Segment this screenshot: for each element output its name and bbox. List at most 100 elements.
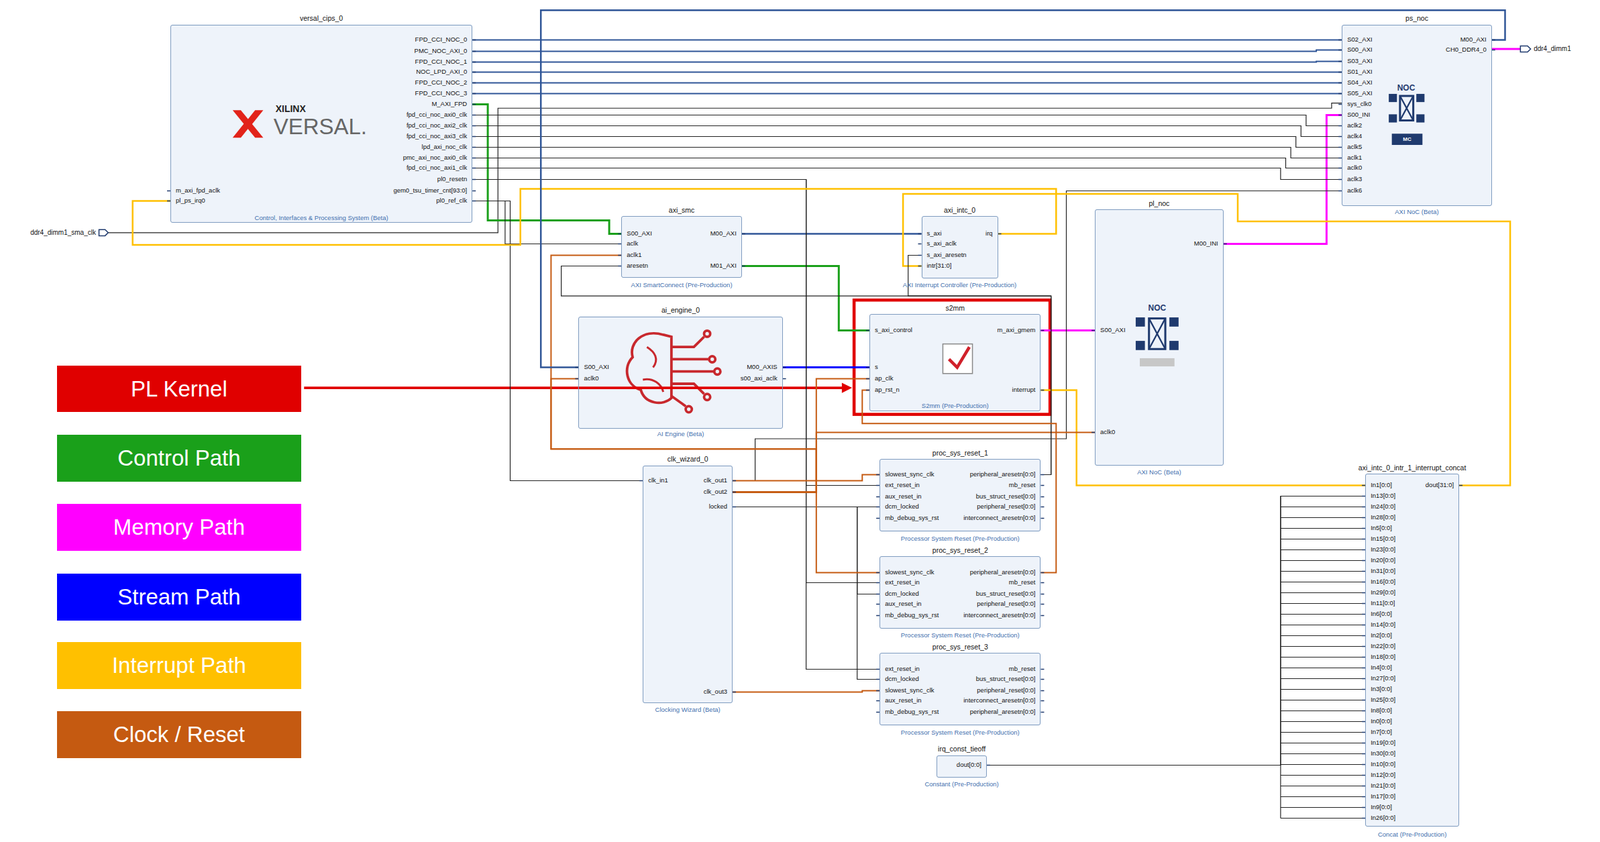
tieoff-wire	[1280, 667, 1366, 669]
brain-fold	[642, 346, 663, 392]
icon-part	[1139, 358, 1175, 367]
ip-block: pl_nocS00_AXIaclk0M00_INIAXI NoC (Beta)	[1094, 209, 1224, 466]
port-name: aclk3	[1347, 175, 1362, 184]
xilinx-logo	[232, 110, 264, 138]
port-name: s_axi_aresetn	[927, 250, 967, 259]
legend-text: PL Kernel	[130, 376, 228, 402]
signal-wire	[472, 50, 1342, 52]
port-pin	[472, 93, 476, 95]
port-pin	[1040, 485, 1044, 487]
block-type: AXI Interrupt Controller (Pre-Production…	[902, 281, 1017, 290]
port-name: In1[0:0]	[1370, 481, 1393, 490]
port-name: dcm_locked	[884, 502, 920, 511]
port-pin	[472, 50, 476, 53]
diagram-label: ddr4_dimm1_sma_clk	[30, 228, 96, 237]
port-name: mb_reset	[1008, 578, 1036, 587]
port-name: S05_AXI	[1347, 89, 1373, 98]
port-name: aresetn	[626, 261, 649, 270]
signal-wire	[732, 507, 880, 680]
port-name: mb_reset	[1008, 481, 1036, 490]
port-name: In18[0:0]	[1370, 652, 1396, 661]
port-name: locked	[709, 502, 728, 511]
logo-stroke	[246, 110, 263, 126]
port-name: In3[0:0]	[1370, 684, 1393, 693]
tieoff-wire	[1280, 699, 1366, 701]
ip-block: axi_smcS00_AXIaclkaclk1aresetnM00_AXIM01…	[621, 216, 742, 278]
port-name: In17[0:0]	[1370, 792, 1396, 801]
port-name: M00_AXIS	[746, 362, 777, 371]
block-fill	[879, 653, 1041, 726]
port-pin	[1040, 330, 1044, 332]
block-type: Concat (Pre-Production)	[1377, 830, 1447, 839]
port-name: irq	[985, 229, 993, 238]
port-pin	[1040, 572, 1044, 574]
hls-icon	[942, 344, 973, 374]
legend-swatch: PL Kernel	[57, 365, 302, 413]
tieoff-wire	[1280, 688, 1366, 690]
port-name: s00_axi_aclk	[740, 374, 778, 383]
tieoff-wire	[1280, 506, 1366, 508]
block-fill	[921, 216, 999, 279]
port-name: In23[0:0]	[1370, 545, 1396, 554]
icon-part	[1400, 95, 1414, 121]
port-pin	[472, 190, 476, 192]
block-name: ps_noc	[1405, 14, 1429, 23]
ip-block: ps_nocS02_AXIS00_AXIS03_AXIS01_AXIS04_AX…	[1341, 24, 1492, 207]
port-name: ap_rst_n	[874, 385, 900, 394]
port-pin	[1491, 49, 1496, 51]
tieoff-wire	[1280, 592, 1366, 594]
signal-wire	[472, 126, 1342, 137]
legend-text: Clock / Reset	[113, 721, 245, 748]
port-name: In5[0:0]	[1370, 523, 1393, 532]
brain-node	[709, 356, 716, 363]
port-name: In12[0:0]	[1370, 770, 1396, 779]
ip-block: axi_intc_0s_axis_axi_aclks_axi_aresetnin…	[921, 216, 999, 279]
diagram-label: VERSAL.	[273, 113, 367, 141]
legend-swatch: Stream Path	[57, 573, 302, 621]
port-symbol	[1520, 45, 1531, 52]
block-name: versal_cips_0	[299, 14, 343, 23]
port-name: ap_clk	[874, 374, 893, 383]
port-name: In13[0:0]	[1370, 491, 1396, 500]
port-name: S00_AXI	[1100, 326, 1126, 335]
noc-icon	[1388, 93, 1425, 145]
port-name: aclk6	[1347, 186, 1362, 195]
port-pin	[472, 157, 476, 159]
port-name: S01_AXI	[1347, 67, 1373, 76]
signal-wire	[1041, 329, 1096, 332]
port-name: S03_AXI	[1347, 57, 1373, 66]
port-name: dcm_locked	[884, 674, 920, 683]
port-name: In6[0:0]	[1370, 609, 1393, 618]
port-pin	[1040, 668, 1044, 671]
block-name: pl_noc	[1148, 199, 1170, 208]
port-pin	[741, 265, 746, 268]
legend-text: Interrupt Path	[112, 652, 247, 679]
tieoff-wire	[1280, 731, 1366, 733]
port-name: fpd_cci_noc_axi0_clk	[406, 110, 467, 119]
port-pin	[732, 480, 736, 482]
block-name: irq_const_tieoff	[937, 744, 986, 753]
port-name: In8[0:0]	[1370, 706, 1393, 715]
port-name: FPD_CCI_NOC_2	[415, 78, 468, 87]
port-name: In28[0:0]	[1370, 513, 1396, 522]
port-pin	[918, 254, 922, 257]
signal-wire	[732, 492, 880, 573]
port-name: clk_in1	[648, 476, 669, 485]
port-pin	[1040, 582, 1044, 584]
icon-part	[1388, 93, 1397, 102]
port-name: In21[0:0]	[1370, 781, 1396, 790]
tieoff-wire	[1280, 817, 1366, 819]
icon-part	[1388, 114, 1397, 123]
signal-wire	[472, 136, 1342, 148]
signal-wire	[732, 690, 880, 693]
port-name: bus_struct_reset[0:0]	[976, 492, 1036, 501]
port-name: In26[0:0]	[1370, 813, 1396, 822]
port-name: ext_reset_in	[884, 578, 920, 587]
memory-wire	[1491, 47, 1521, 50]
port-name: interconnect_aresetn[0:0]	[963, 513, 1036, 522]
port-pin	[986, 764, 991, 767]
port-name: FPD_CCI_NOC_1	[415, 57, 468, 66]
port-pin	[1040, 506, 1044, 508]
tieoff-wire	[1280, 764, 1366, 765]
port-name: In10[0:0]	[1370, 760, 1396, 769]
